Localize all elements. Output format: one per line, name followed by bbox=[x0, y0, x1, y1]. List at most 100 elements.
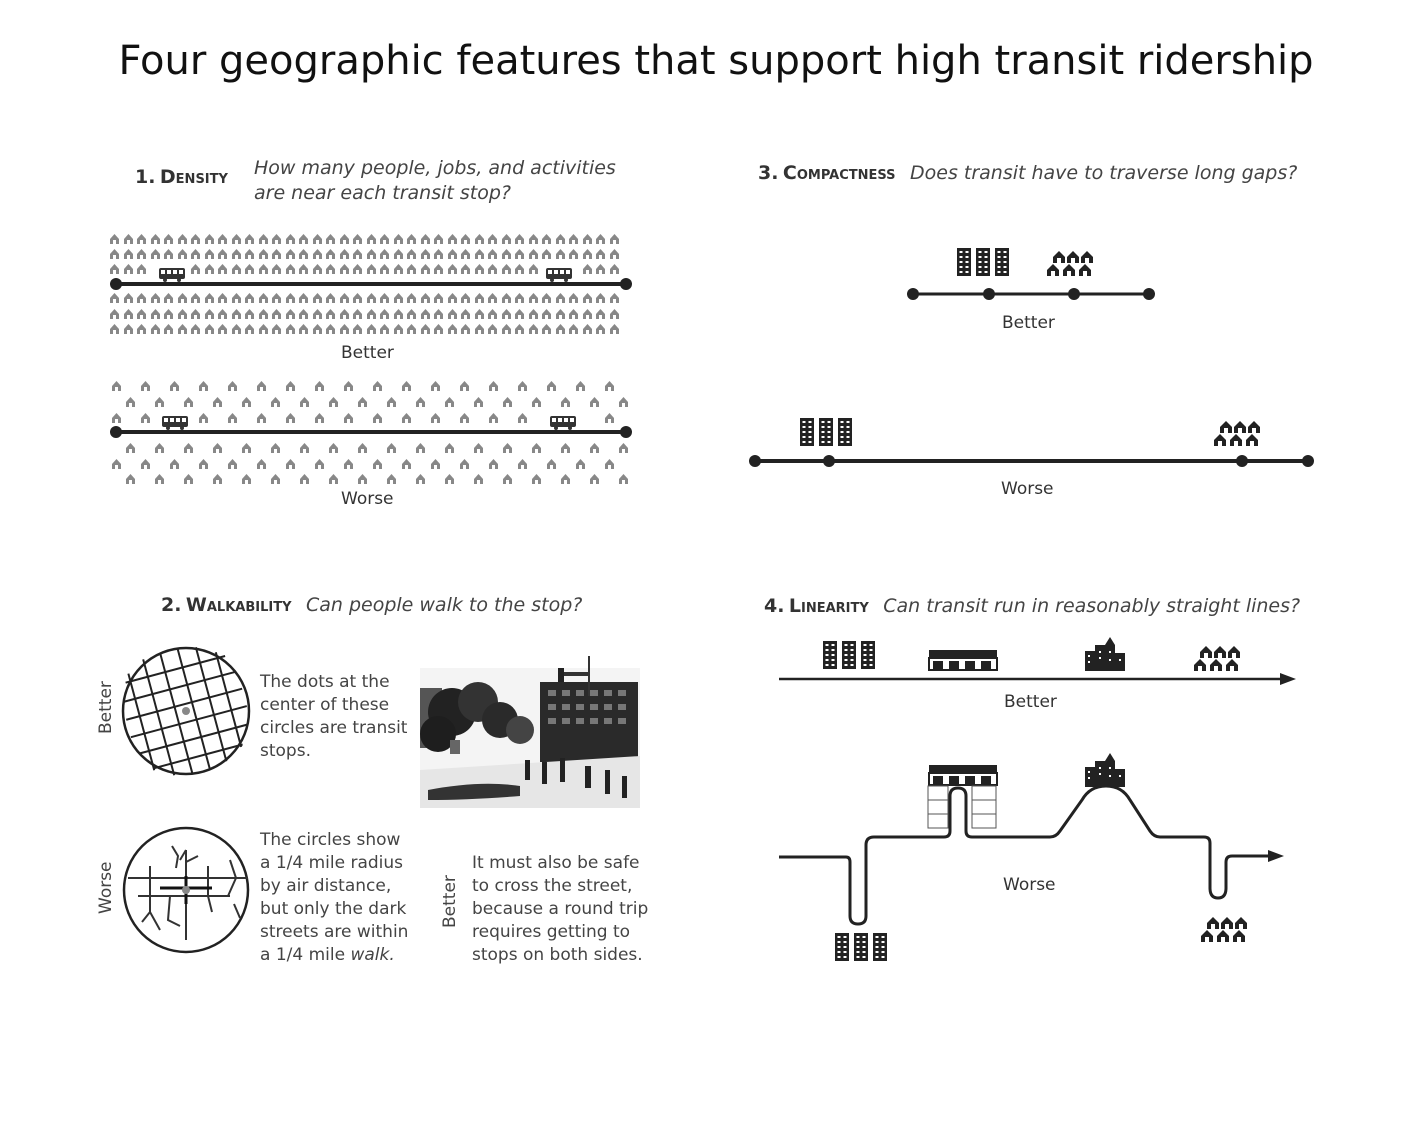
house-icon bbox=[448, 309, 457, 319]
house-icon bbox=[164, 324, 173, 334]
house-icon bbox=[313, 234, 322, 244]
house-icon bbox=[329, 474, 338, 484]
house-icon bbox=[228, 459, 237, 469]
winding-route-worse bbox=[779, 784, 1270, 926]
house-icon bbox=[394, 234, 403, 244]
house-icon bbox=[583, 264, 592, 274]
walkability-question: Can people walk to the stop? bbox=[305, 594, 583, 616]
house-icon bbox=[286, 309, 295, 319]
house-icon bbox=[245, 309, 254, 319]
house-icon bbox=[313, 249, 322, 259]
house-icon bbox=[488, 293, 497, 303]
compactness-name: Compactness bbox=[782, 162, 896, 184]
house-icon bbox=[461, 293, 470, 303]
house-icon bbox=[416, 474, 425, 484]
house-icon bbox=[124, 309, 133, 319]
bus-icon bbox=[546, 268, 572, 282]
house-icon bbox=[286, 413, 295, 423]
house-icon bbox=[474, 474, 483, 484]
house-icon bbox=[461, 264, 470, 274]
house-icon bbox=[259, 293, 268, 303]
arrow-icon bbox=[1280, 673, 1296, 685]
house-icon bbox=[191, 234, 200, 244]
house-icon bbox=[178, 309, 187, 319]
stop-dot bbox=[983, 288, 995, 300]
house-icon bbox=[315, 381, 324, 391]
house-icon bbox=[518, 413, 527, 423]
density-worse-label: Worse bbox=[341, 489, 394, 509]
house-icon bbox=[272, 293, 281, 303]
house-icon bbox=[460, 413, 469, 423]
house-icon bbox=[178, 324, 187, 334]
house-icon bbox=[373, 459, 382, 469]
house-icon bbox=[576, 459, 585, 469]
house-icon bbox=[515, 234, 524, 244]
house-icon bbox=[380, 249, 389, 259]
house-icon bbox=[475, 264, 484, 274]
house-icon bbox=[610, 249, 619, 259]
house-icon bbox=[529, 309, 538, 319]
house-icon bbox=[257, 413, 266, 423]
house-icon bbox=[137, 324, 146, 334]
house-icon bbox=[299, 249, 308, 259]
house-icon bbox=[286, 249, 295, 259]
house-icon bbox=[387, 397, 396, 407]
house-icon bbox=[110, 324, 119, 334]
house-icon bbox=[421, 293, 430, 303]
bus-icon bbox=[162, 416, 188, 430]
house-icon bbox=[434, 264, 443, 274]
house-icon bbox=[547, 459, 556, 469]
house-icon bbox=[353, 293, 362, 303]
house-icon bbox=[367, 324, 376, 334]
house-icon bbox=[605, 413, 614, 423]
house-icon bbox=[358, 397, 367, 407]
house-icon bbox=[353, 264, 362, 274]
house-icon bbox=[259, 234, 268, 244]
dots-explanation: The dots at the center of these circles … bbox=[260, 672, 408, 761]
house-icon bbox=[286, 381, 295, 391]
disconnected-street-circle bbox=[122, 826, 250, 954]
house-icon bbox=[407, 234, 416, 244]
compactness-header: 3. Compactness Does transit have to trav… bbox=[758, 162, 1298, 184]
house-icon bbox=[502, 293, 511, 303]
house-icon bbox=[367, 264, 376, 274]
house-icon bbox=[344, 413, 353, 423]
house-icon bbox=[353, 309, 362, 319]
house-icon bbox=[475, 293, 484, 303]
house-icon bbox=[126, 397, 135, 407]
house-icon bbox=[329, 443, 338, 453]
house-icon bbox=[259, 249, 268, 259]
house-icon bbox=[542, 324, 551, 334]
house-icon bbox=[489, 459, 498, 469]
house-icon bbox=[610, 234, 619, 244]
house-icon bbox=[232, 293, 241, 303]
linearity-better-label: Better bbox=[1004, 692, 1057, 712]
house-icon bbox=[137, 293, 146, 303]
house-icon bbox=[184, 397, 193, 407]
house-icon bbox=[151, 293, 160, 303]
house-icon bbox=[232, 249, 241, 259]
street-photo bbox=[420, 656, 640, 808]
house-icon bbox=[191, 264, 200, 274]
house-icon bbox=[515, 264, 524, 274]
house-icon bbox=[344, 381, 353, 391]
house-icon bbox=[110, 293, 119, 303]
house-icon bbox=[474, 443, 483, 453]
house-icon bbox=[402, 459, 411, 469]
house-icon bbox=[286, 234, 295, 244]
house-icon bbox=[155, 443, 164, 453]
house-icon bbox=[326, 249, 335, 259]
house-icon bbox=[569, 293, 578, 303]
house-icon bbox=[164, 293, 173, 303]
house-icon bbox=[299, 324, 308, 334]
office-building-icon bbox=[957, 248, 1009, 276]
house-icon bbox=[286, 293, 295, 303]
house-icon bbox=[448, 234, 457, 244]
house-icon bbox=[205, 293, 214, 303]
house-icon bbox=[394, 293, 403, 303]
house-icon bbox=[170, 381, 179, 391]
house-icon bbox=[199, 459, 208, 469]
house-icon bbox=[300, 443, 309, 453]
house-icon bbox=[340, 293, 349, 303]
house-icon bbox=[387, 443, 396, 453]
